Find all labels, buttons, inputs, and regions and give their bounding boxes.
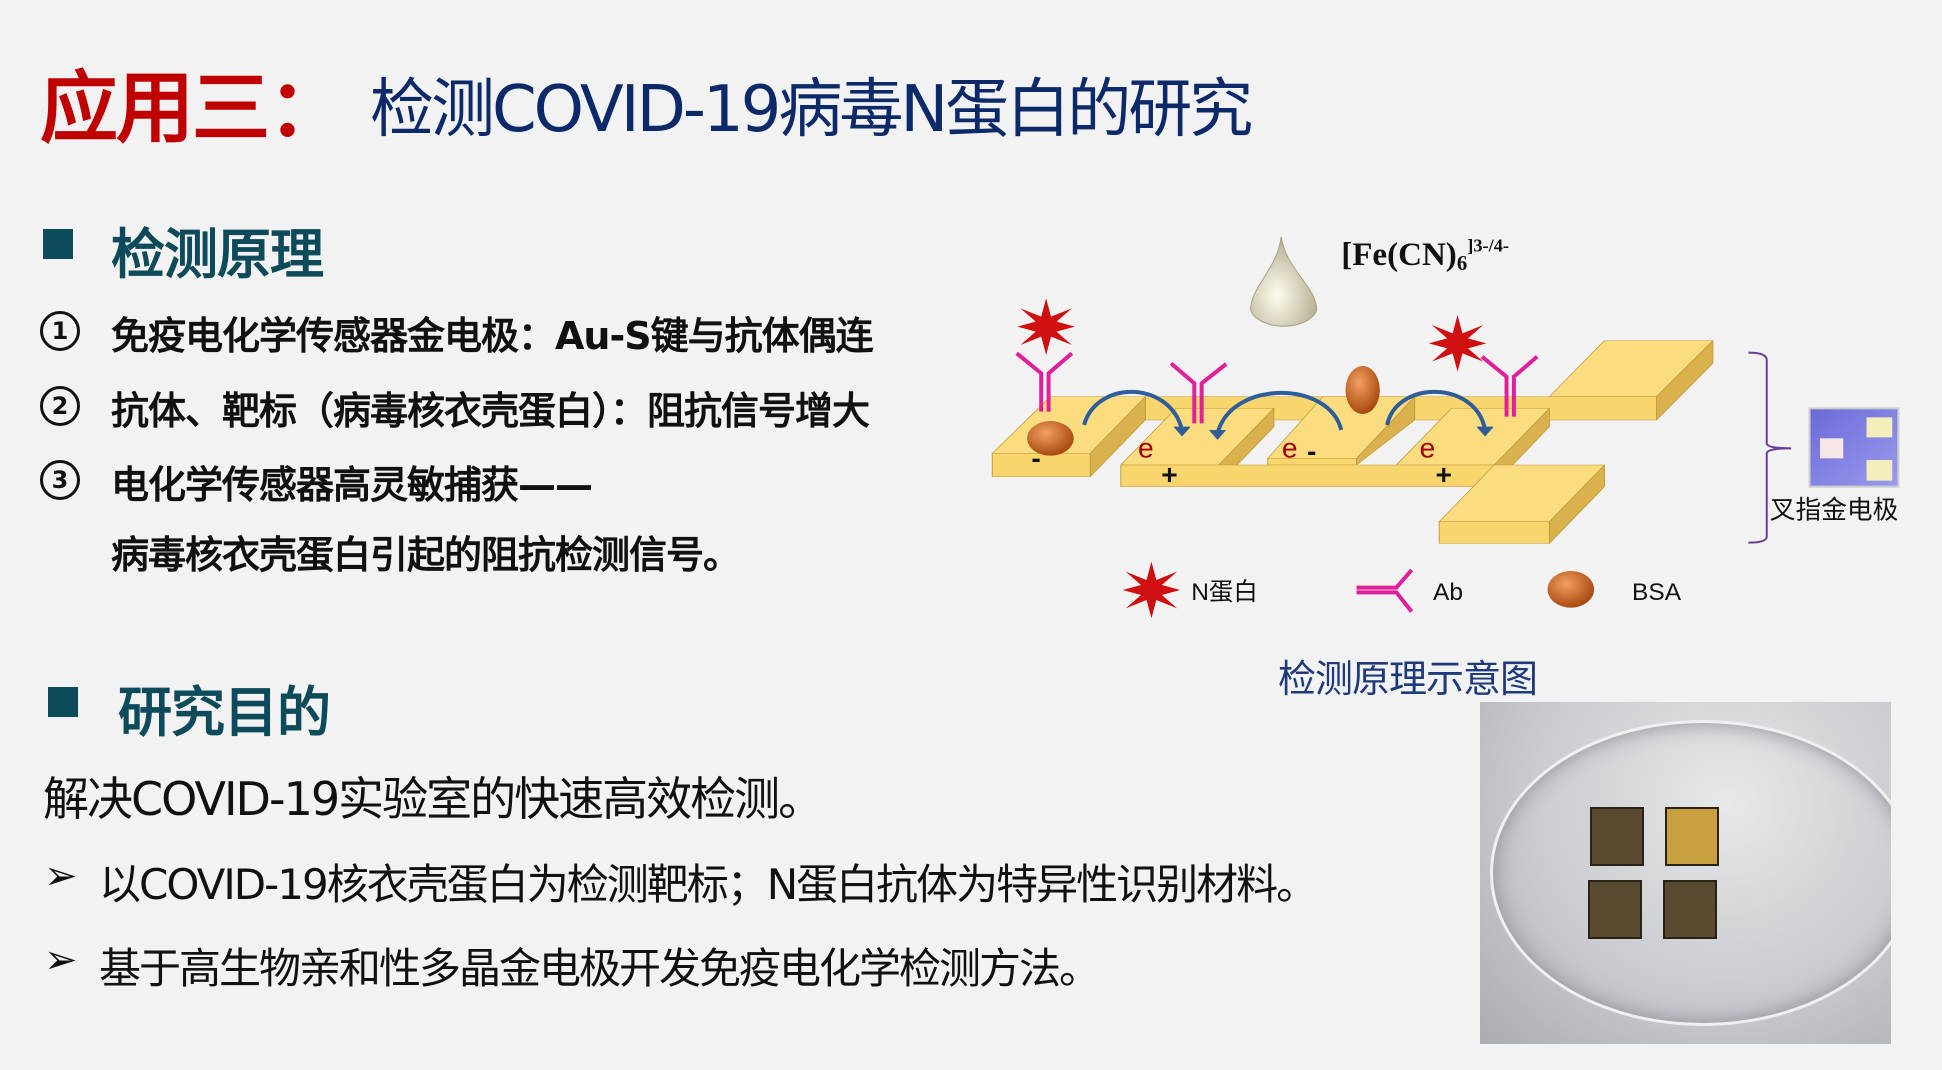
section-bullet-square	[43, 229, 73, 259]
electrode-chip-photo	[1810, 408, 1899, 486]
electron-transfer-arrows	[1084, 392, 1494, 440]
purpose-heading: 研究目的	[118, 681, 331, 744]
legend-bsa: BSA	[1632, 579, 1682, 606]
petri-dish	[1490, 720, 1891, 1026]
electrode-label: 叉指金电极	[1770, 495, 1899, 525]
bracket	[1748, 353, 1791, 543]
arrow-bullet-icon: ➢	[44, 937, 78, 983]
electron-label: e	[1138, 432, 1154, 463]
bsa-sphere-icon	[1547, 571, 1595, 608]
item-number-3: 3	[40, 460, 80, 500]
positive-sign: +	[1161, 459, 1177, 490]
principle-heading: 检测原理	[111, 223, 324, 286]
negative-sign: -	[1031, 442, 1040, 473]
item-number-2: 2	[40, 386, 80, 426]
arrow-bullet-icon: ➢	[44, 853, 78, 899]
legend-ab: Ab	[1433, 579, 1463, 606]
principle-item-3-continuation: 病毒核衣壳蛋白引起的阻抗检测信号。	[111, 533, 741, 577]
positive-sign: +	[1436, 459, 1452, 490]
electrode-chip	[1590, 807, 1644, 866]
electron-label: e	[1420, 432, 1436, 463]
droplet-icon	[1251, 237, 1317, 327]
principle-item-3: 电化学传感器高灵敏捕获——	[111, 463, 593, 507]
petri-dish-photo	[1480, 702, 1891, 1044]
reagent-formula: [Fe(CN)6]3-/4-	[1341, 236, 1509, 275]
antibody-icon	[1357, 570, 1412, 612]
bsa-sphere-icon	[1027, 421, 1074, 456]
n-protein-star-icon	[1017, 298, 1487, 619]
section-bullet-square	[48, 687, 78, 717]
svg-text:[Fe(CN)6]3-/4-: [Fe(CN)6]3-/4-	[1341, 236, 1509, 275]
detection-principle-diagram: [Fe(CN)6]3-/4- e e e - - + +	[991, 236, 1940, 619]
item-number-1: 1	[40, 311, 80, 351]
antibody-icon	[1017, 353, 1537, 423]
interdigitated-electrode	[991, 340, 1714, 544]
legend-n-protein: N蛋白	[1191, 578, 1258, 606]
purpose-bullet-2: 基于高生物亲和性多晶金电极开发免疫电化学检测方法。	[99, 944, 1101, 993]
bsa-sphere-icon	[1345, 366, 1380, 414]
negative-sign: -	[1307, 436, 1316, 467]
electron-label: e	[1282, 432, 1298, 463]
principle-item-1: 免疫电化学传感器金电极：Au-S键与抗体偶连	[111, 314, 874, 358]
electrode-chip	[1588, 880, 1642, 939]
electrode-chip	[1665, 807, 1719, 866]
principle-item-2: 抗体、靶标（病毒核衣壳蛋白）：阻抗信号增大	[111, 389, 870, 433]
electrode-chip	[1663, 880, 1717, 939]
slide-title: 检测COVID-19病毒N蛋白的研究	[370, 73, 1253, 147]
purpose-bullet-1: 以COVID-19核衣壳蛋白为检测靶标；N蛋白抗体为特异性识别材料。	[99, 860, 1318, 909]
diagram-caption: 检测原理示意图	[1278, 657, 1538, 701]
slide-label: 应用三：	[40, 64, 346, 154]
purpose-summary: 解决COVID-19实验室的快速高效检测。	[43, 772, 824, 826]
